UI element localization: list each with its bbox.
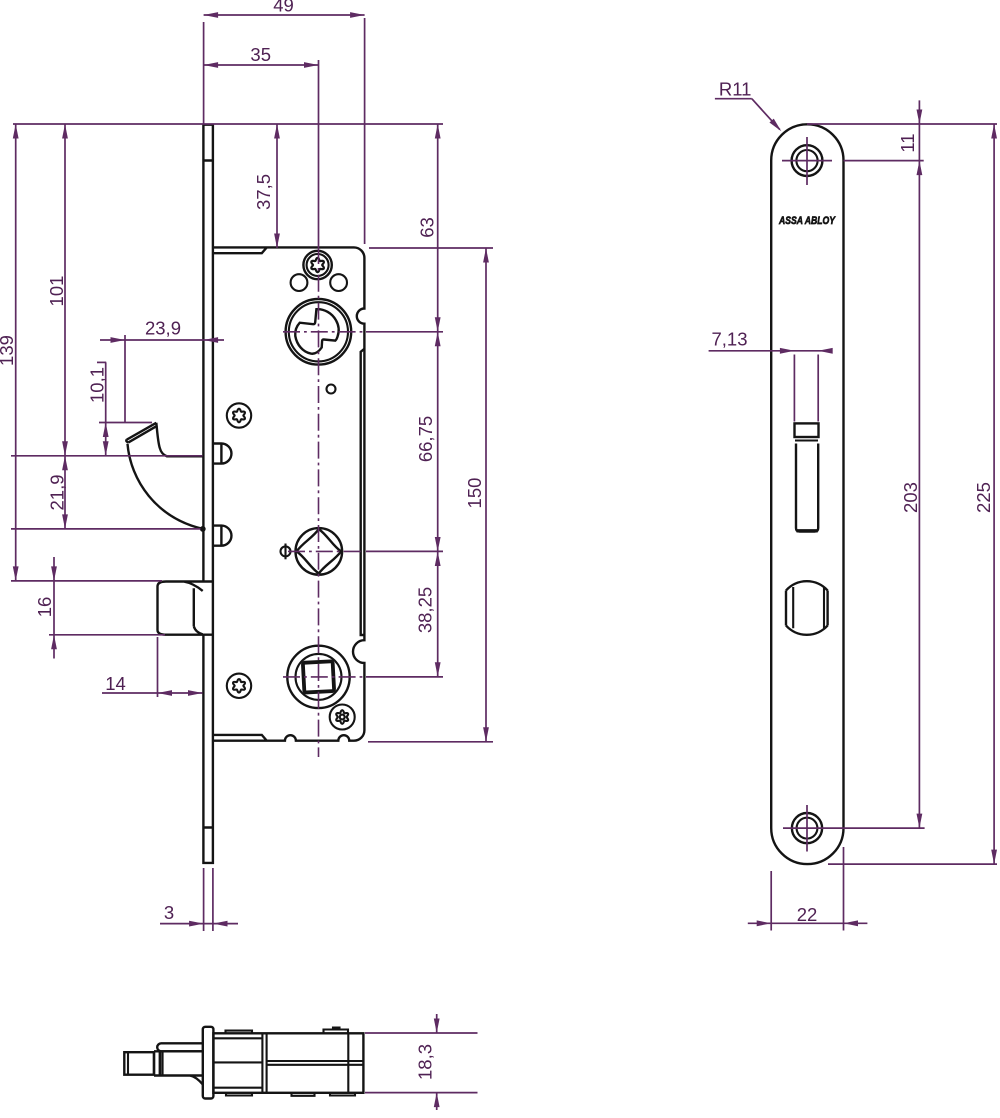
svg-text:7,13: 7,13	[711, 329, 747, 350]
svg-text:10,1: 10,1	[87, 367, 108, 403]
svg-text:R11: R11	[719, 79, 752, 100]
svg-text:139: 139	[0, 335, 17, 366]
svg-text:14: 14	[105, 673, 126, 694]
svg-text:3: 3	[164, 902, 174, 923]
svg-text:16: 16	[34, 597, 55, 618]
svg-text:101: 101	[46, 276, 67, 307]
svg-text:23,9: 23,9	[145, 318, 181, 339]
svg-text:22: 22	[797, 904, 818, 925]
svg-text:225: 225	[973, 482, 994, 513]
svg-text:35: 35	[250, 44, 271, 65]
svg-text:66,75: 66,75	[415, 416, 436, 462]
svg-text:203: 203	[900, 482, 921, 513]
svg-text:49: 49	[273, 0, 294, 16]
svg-text:150: 150	[464, 478, 485, 509]
svg-text:18,3: 18,3	[415, 1044, 436, 1080]
svg-text:21,9: 21,9	[47, 474, 68, 510]
svg-text:37,5: 37,5	[253, 174, 274, 210]
svg-text:38,25: 38,25	[415, 587, 436, 633]
svg-text:63: 63	[417, 217, 438, 238]
svg-text:ASSA ABLOY: ASSA ABLOY	[778, 215, 836, 227]
svg-text:11: 11	[897, 133, 918, 152]
